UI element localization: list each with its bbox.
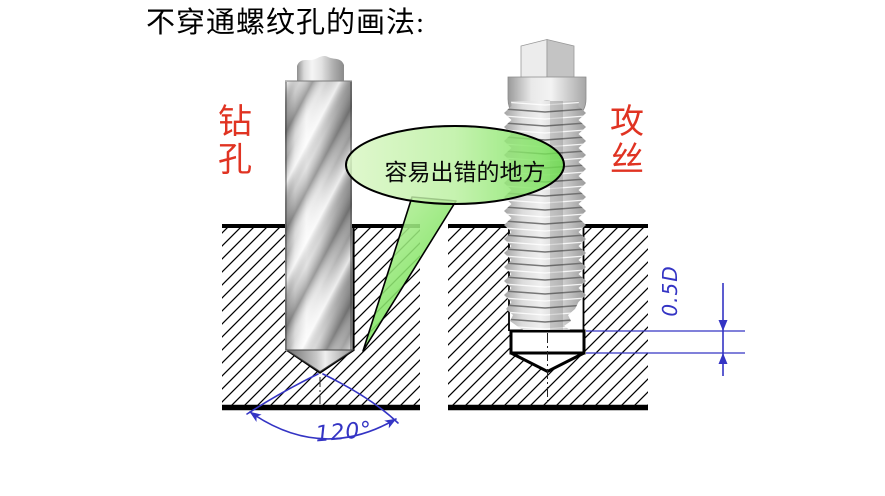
tap-flute-shadow: [550, 101, 563, 330]
callout-bubble: [345, 125, 565, 352]
tap-square-drive-left: [520, 38, 548, 79]
callout-ellipse: [345, 125, 565, 205]
tip-angle-dimension: [246, 373, 399, 440]
drill-shank: [297, 56, 344, 82]
angle-leg-left: [246, 373, 319, 415]
drill-flutes: [285, 81, 352, 351]
depth-dimension: [586, 283, 745, 376]
page-title: 不穿通螺纹孔的画法:: [146, 7, 426, 39]
extra-depth-value: 0.5D: [658, 265, 682, 317]
tap-square-drive-right: [546, 38, 575, 79]
drilling-figure: [222, 56, 420, 411]
drilling-label: 钻孔: [218, 104, 252, 179]
angle-arc: [249, 411, 397, 440]
tapping-label: 攻丝: [610, 104, 644, 179]
drill-point-cone: [285, 349, 355, 373]
twist-drill: [285, 56, 355, 373]
depth-arrow-bottom: [718, 353, 728, 364]
tapping-figure: [448, 38, 648, 411]
depth-arrow-top: [718, 320, 728, 331]
callout-text: 容易出错的地方: [384, 160, 546, 185]
depth-extension-lines: [586, 330, 745, 354]
